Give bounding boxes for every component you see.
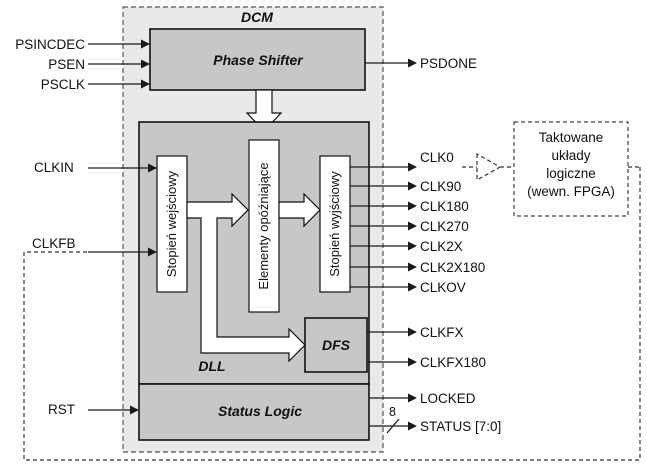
psen-label: PSEN [48, 57, 85, 72]
status-bus-width: 8 [389, 405, 396, 419]
clk2x180-label: CLK2X180 [420, 260, 485, 275]
phase-shifter-title: Phase Shifter [213, 52, 304, 68]
clkfx180-label: CLKFX180 [420, 355, 486, 370]
clk0-label: CLK0 [420, 150, 454, 165]
status-logic-block [138, 383, 370, 441]
fpga-logic-line-2: układy [551, 148, 590, 163]
output-stage-box [319, 155, 351, 293]
status-label: STATUS [7:0] [420, 419, 501, 434]
dcm-title: DCM [241, 9, 273, 25]
clk270-label: CLK270 [420, 219, 469, 234]
fpga-logic-line-4: (wewn. FPGA) [527, 184, 615, 199]
psdone-label: PSDONE [420, 56, 477, 71]
clkfx-label: CLKFX [420, 325, 464, 340]
dfs-block [304, 317, 368, 373]
clock-buffer-triangle [476, 152, 502, 182]
input-stage-box [156, 155, 188, 293]
clkin-label: CLKIN [34, 160, 74, 175]
status-logic-title: Status Logic [218, 403, 302, 419]
rst-label: RST [48, 402, 75, 417]
dfs-title: DFS [322, 337, 351, 353]
delay-to-output-arrow [278, 192, 321, 228]
clk180-label: CLK180 [420, 199, 469, 214]
status-bus-slash [386, 418, 400, 434]
output-stage-label: Stopień wyjściowy [327, 171, 342, 277]
input-stage-label: Stopień wejściowy [164, 170, 179, 277]
clkov-label: CLKOV [420, 280, 466, 295]
clk2x-label: CLK2X [420, 239, 463, 254]
delay-elements-box [248, 139, 280, 313]
psclk-label: PSCLK [41, 77, 85, 92]
fpga-logic-box [513, 121, 629, 217]
delay-elements-label: Elementy opóźniające [256, 162, 271, 289]
psincdec-label: PSINCDEC [15, 37, 85, 52]
input-to-delay-arrow [186, 192, 306, 363]
clk90-label: CLK90 [420, 179, 461, 194]
dll-title: DLL [198, 358, 225, 374]
fpga-logic-line-3: logiczne [546, 166, 596, 181]
clkfb-label: CLKFB [32, 236, 76, 251]
locked-label: LOCKED [420, 391, 476, 406]
phase-shifter-block [149, 28, 366, 91]
fpga-logic-line-1: Taktowane [539, 130, 604, 145]
